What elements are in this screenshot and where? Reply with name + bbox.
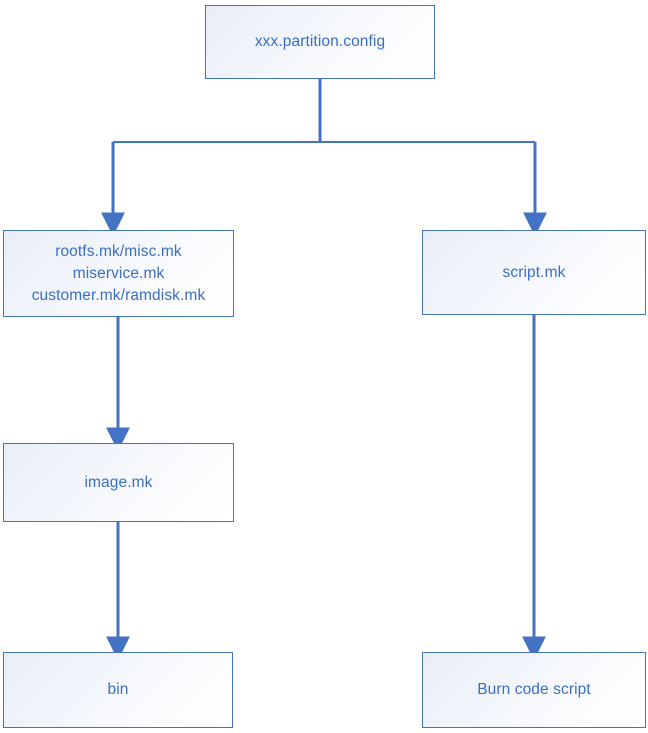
node-label: bin: [107, 681, 129, 698]
node-label: xxx.partition.config: [254, 33, 386, 50]
node-script-mk[interactable]: script.mk: [422, 230, 646, 315]
node-image-mk[interactable]: image.mk: [3, 443, 234, 522]
node-label: image.mk: [84, 473, 153, 491]
edge-root-to-children: [101, 79, 547, 237]
node-label: rootfs.mk/misc.mk miservice.mk customer.…: [31, 242, 206, 304]
node-label: script.mk: [502, 263, 566, 281]
node-burn-code-script[interactable]: Burn code script: [422, 652, 646, 728]
node-bin[interactable]: bin: [3, 652, 233, 728]
node-makefile-group[interactable]: rootfs.mk/misc.mk miservice.mk customer.…: [3, 230, 234, 317]
node-label: Burn code script: [477, 681, 591, 698]
node-partition-config[interactable]: xxx.partition.config: [205, 5, 435, 79]
